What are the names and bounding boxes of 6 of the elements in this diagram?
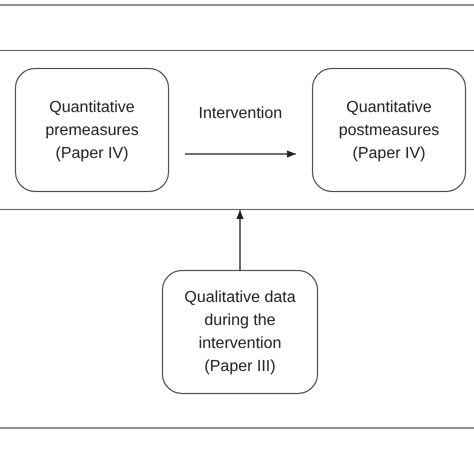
band-box <box>0 50 474 210</box>
process-box: Qualitative data during the intervention (Paper III) <box>162 270 318 394</box>
arrow <box>236 210 244 270</box>
arrow <box>185 150 296 158</box>
process-box: Quantitative postmeasures (Paper IV) <box>312 68 466 192</box>
process-box: Quantitative premeasures (Paper IV) <box>15 68 169 192</box>
